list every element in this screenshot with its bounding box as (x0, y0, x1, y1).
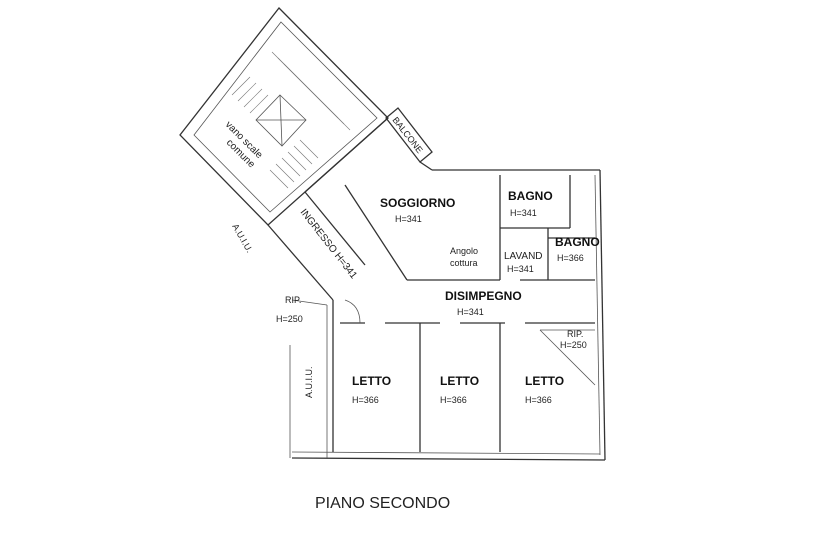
room-letto3-height: H=366 (525, 395, 552, 405)
room-bagno1-name: BAGNO (508, 189, 553, 203)
room-rip1-height: H=250 (276, 314, 303, 324)
room-rip2-height: H=250 (560, 340, 587, 350)
room-bagno1-height: H=341 (510, 208, 537, 218)
room-bagno2-height: H=366 (557, 253, 584, 263)
room-disimpegno-name: DISIMPEGNO (445, 289, 522, 303)
plan-caption: PIANO SECONDO (315, 495, 450, 512)
room-lavand-name: LAVAND (504, 251, 543, 262)
room-lavand-height: H=341 (507, 264, 534, 274)
angolo-cottura-line1: Angolo (450, 246, 478, 256)
apartment-walls (267, 117, 606, 461)
room-rip1-name: RIP. (285, 295, 301, 305)
room-letto2-name: LETTO (440, 374, 479, 388)
auiu-label-1: A.U.I.U. (230, 222, 254, 254)
room-letto2-height: H=366 (440, 395, 467, 405)
room-bagno2-name: BAGNO (555, 235, 600, 249)
angolo-cottura-line2: cottura (450, 258, 478, 268)
room-rip2-name: RIP. (567, 329, 583, 339)
room-letto1-height: H=366 (352, 395, 379, 405)
room-letto1-name: LETTO (352, 374, 391, 388)
balcone: BALCONE (385, 107, 433, 163)
room-disimpegno-height: H=341 (457, 307, 484, 317)
room-letto3-name: LETTO (525, 374, 564, 388)
room-soggiorno-height: H=341 (395, 214, 422, 224)
room-soggiorno-name: SOGGIORNO (380, 196, 455, 210)
auiu-label-2: A.U.I.U. (304, 366, 314, 398)
stairwell: vano scale comune (179, 7, 389, 226)
